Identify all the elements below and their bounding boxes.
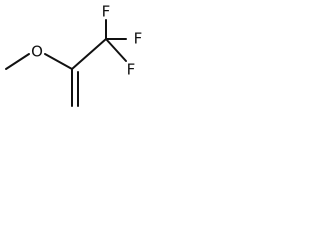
fluorine-bottom-label: F bbox=[127, 61, 136, 79]
fluorine-right-label: F bbox=[134, 30, 143, 48]
chemical-structure-diagram: O F F F bbox=[5, 3, 143, 107]
bond-oxygen-c2 bbox=[44, 53, 73, 70]
oxygen-label: O bbox=[31, 43, 43, 61]
bond-c2-c3 bbox=[71, 38, 107, 70]
structure-canvas: O F F F bbox=[0, 0, 150, 113]
fluorine-top-label: F bbox=[102, 3, 111, 21]
bond-methyl-oxygen bbox=[5, 53, 30, 70]
bond-c3-fluorine-bottom bbox=[105, 38, 127, 62]
